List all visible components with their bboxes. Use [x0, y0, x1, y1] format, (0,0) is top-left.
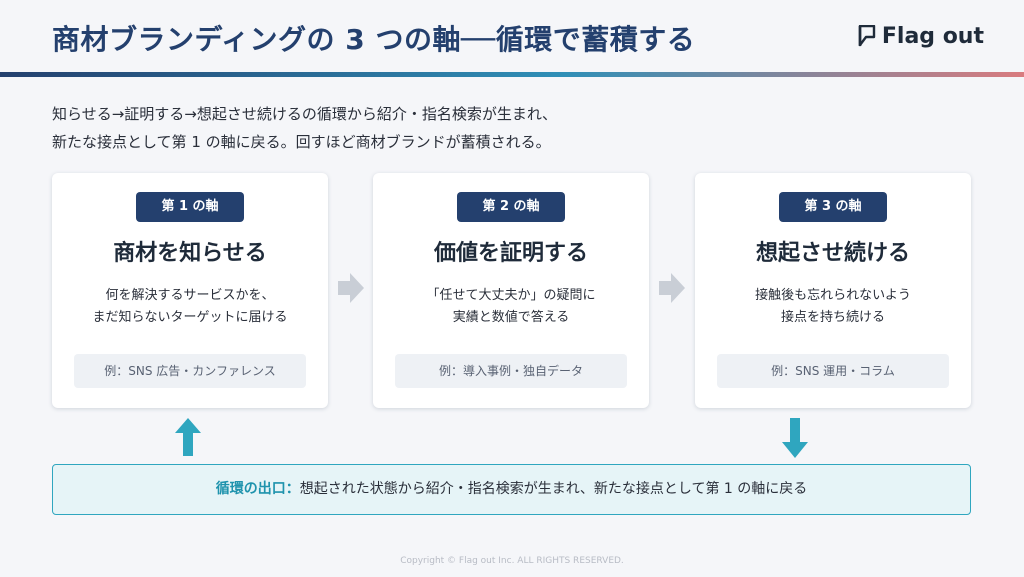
axis-description-line-2: 実績と数値で答える	[452, 310, 570, 325]
arrow-down-icon	[782, 418, 808, 458]
axis-description: 何を解決するサービスかを、 まだ知らないターゲットに届ける	[52, 285, 328, 329]
axis-badge: 第 3 の軸	[779, 192, 887, 222]
axis-description: 「任せて大丈夫か」の疑問に 実績と数値で答える	[373, 285, 649, 329]
axis-card-2: 第 2 の軸 価値を証明する 「任せて大丈夫か」の疑問に 実績と数値で答える 例…	[373, 173, 649, 408]
axis-description-line-1: 接触後も忘れられないよう	[755, 288, 911, 303]
axis-badge: 第 2 の軸	[457, 192, 565, 222]
logo: Flag out	[858, 22, 984, 50]
logo-text: Flag out	[881, 23, 984, 49]
cycle-exit-box: 循環の出口：想起された状態から紹介・指名検索が生まれ、新たな接点として第 1 の…	[52, 464, 971, 515]
axis-badge: 第 1 の軸	[136, 192, 244, 222]
header-gradient-bar	[0, 72, 1024, 77]
cycle-exit-text: 想起された状態から紹介・指名検索が生まれ、新たな接点として第 1 の軸に戻る	[299, 481, 808, 497]
axis-description-line-1: 「任せて大丈夫か」の疑問に	[426, 288, 596, 303]
copyright-footer: Copyright © Flag out Inc. ALL RIGHTS RES…	[400, 556, 624, 566]
axis-title: 商材を知らせる	[113, 241, 267, 266]
intro-text: 知らせる→証明する→想起させ続けるの循環から紹介・指名検索が生まれ、 新たな接点…	[52, 100, 952, 156]
header: 商材ブランディングの 3 つの軸──循環で蓄積する Flag out	[0, 0, 1024, 74]
axis-card-1: 第 1 の軸 商材を知らせる 何を解決するサービスかを、 まだ知らないターゲット…	[52, 173, 328, 408]
axis-card-3: 第 3 の軸 想起させ続ける 接触後も忘れられないよう 接点を持ち続ける 例：S…	[695, 173, 971, 408]
axis-description-line-1: 何を解決するサービスかを、	[105, 288, 275, 303]
axis-example: 例：SNS 運用・コラム	[717, 354, 949, 388]
page-title: 商材ブランディングの 3 つの軸──循環で蓄積する	[52, 23, 696, 56]
axis-example: 例：SNS 広告・カンファレンス	[74, 354, 306, 388]
chevron-right-icon	[659, 273, 685, 303]
axis-description-line-2: 接点を持ち続ける	[780, 310, 885, 325]
intro-line-2: 新たな接点として第 1 の軸に戻る。回すほど商材ブランドが蓄積される。	[52, 133, 551, 151]
flag-icon	[858, 25, 876, 47]
chevron-right-icon	[338, 273, 364, 303]
axis-title: 想起させ続ける	[755, 241, 910, 266]
intro-line-1: 知らせる→証明する→想起させ続けるの循環から紹介・指名検索が生まれ、	[52, 105, 557, 123]
axis-description: 接触後も忘れられないよう 接点を持ち続ける	[695, 285, 971, 329]
axis-title: 価値を証明する	[433, 241, 588, 266]
arrow-up-icon	[175, 418, 201, 456]
axis-example: 例：導入事例・独自データ	[395, 354, 627, 388]
cycle-exit-label: 循環の出口：	[215, 481, 300, 497]
axis-description-line-2: まだ知らないターゲットに届ける	[92, 310, 288, 325]
